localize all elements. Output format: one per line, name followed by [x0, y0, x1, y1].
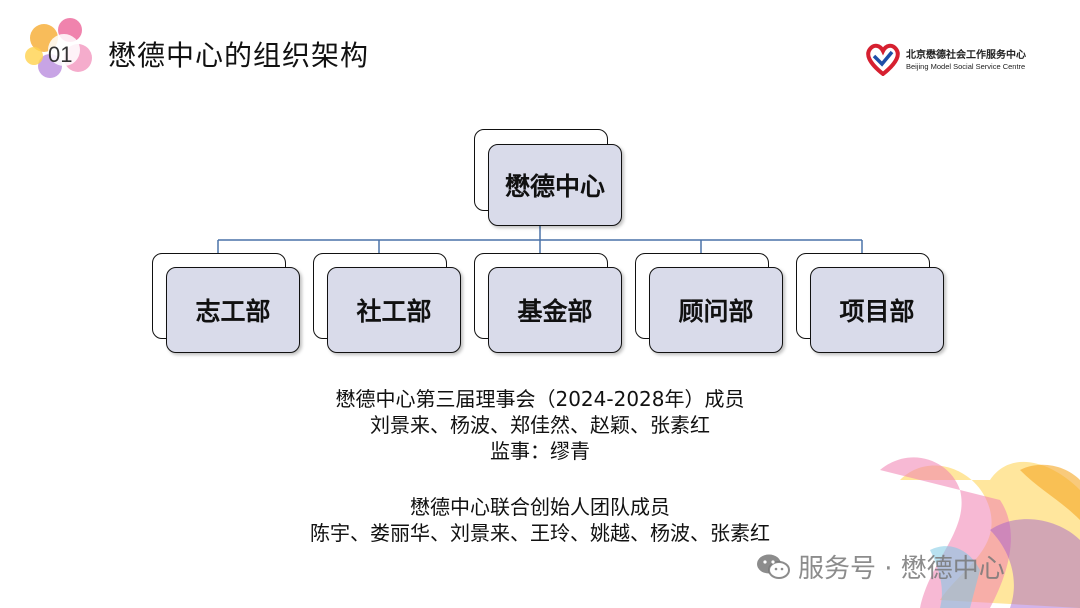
page-title: 懋德中心的组织架构	[108, 39, 370, 72]
logo-name-en: Beijing Model Social Service Centre	[906, 62, 1026, 71]
board-members: 刘景来、杨波、郑佳然、赵颖、张素红	[370, 413, 710, 437]
department-node-projects: 项目部	[810, 267, 944, 353]
board-supervisor: 监事：缪青	[490, 439, 590, 463]
heart-logo-icon	[866, 43, 900, 76]
department-label: 基金部	[517, 297, 593, 326]
department-label: 志工部	[195, 297, 271, 326]
root-node-label: 懋德中心	[504, 172, 605, 201]
department-label: 项目部	[839, 297, 915, 326]
department-label: 社工部	[356, 297, 432, 326]
wechat-icon	[757, 554, 790, 579]
decorative-swirl-top-left	[25, 18, 92, 78]
founders-info: 懋德中心联合创始人团队成员 陈宇、娄丽华、刘景来、王玲、姚越、杨波、张素红	[240, 494, 840, 546]
logo-name-cn: 北京懋德社会工作服务中心	[906, 50, 1026, 61]
board-heading: 懋德中心第三届理事会（2024-2028年）成员	[335, 387, 745, 411]
department-node-social-work: 社工部	[327, 267, 461, 353]
section-number: 01	[48, 42, 73, 67]
founders-heading: 懋德中心联合创始人团队成员	[410, 495, 670, 519]
department-node-volunteer: 志工部	[166, 267, 300, 353]
founders-members: 陈宇、娄丽华、刘景来、王玲、姚越、杨波、张素红	[310, 521, 770, 545]
watermark-text: 服务号 · 懋德中心	[798, 554, 1005, 584]
root-node: 懋德中心	[488, 144, 622, 226]
watermark: 服务号 · 懋德中心	[756, 548, 1005, 585]
department-node-advisory: 顾问部	[649, 267, 783, 353]
organization-logo: 北京懋德社会工作服务中心 Beijing Model Social Servic…	[864, 42, 1054, 78]
board-info: 懋德中心第三届理事会（2024-2028年）成员 刘景来、杨波、郑佳然、赵颖、张…	[240, 386, 840, 464]
department-node-foundation: 基金部	[488, 267, 622, 353]
decorative-swirl-bottom-right	[880, 457, 1080, 608]
department-label: 顾问部	[678, 297, 754, 326]
